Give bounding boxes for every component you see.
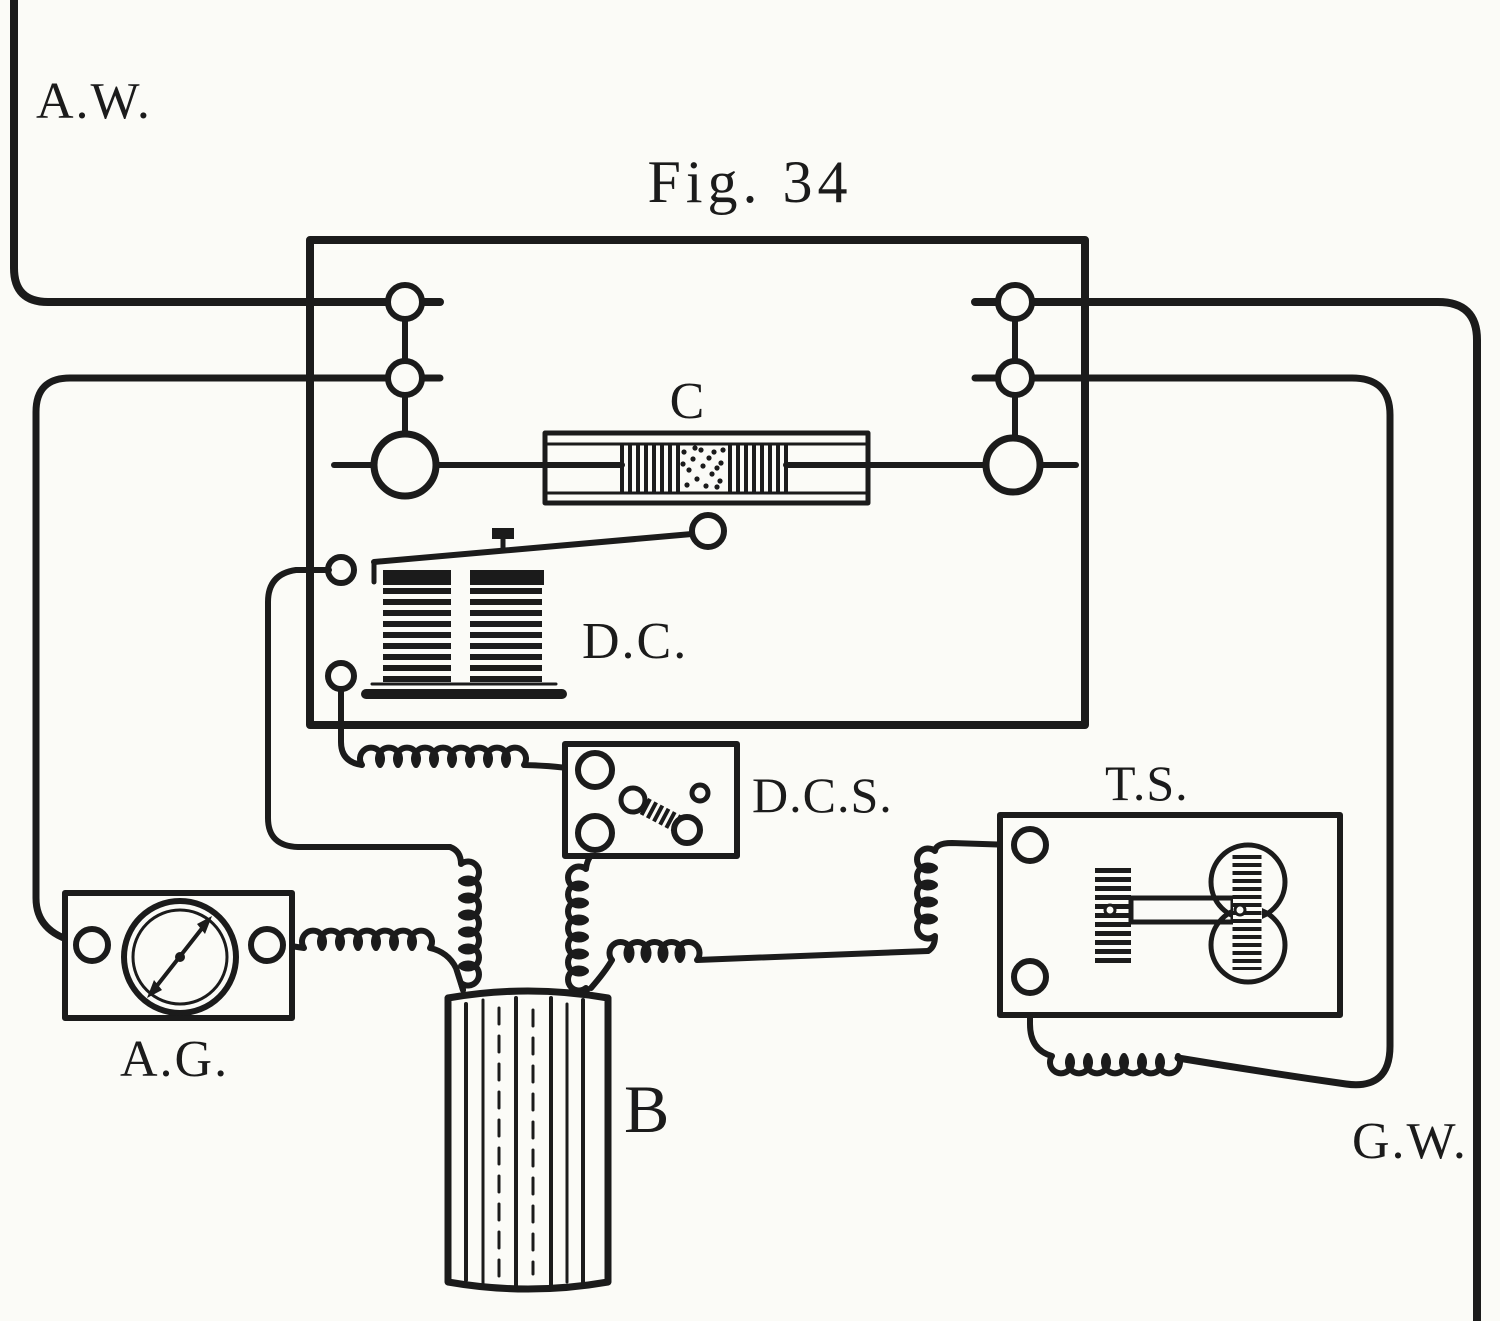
- armature-knob: [689, 512, 727, 550]
- gauge-needle-arrow-top: [197, 916, 212, 934]
- gauge-needle-pivot: [175, 952, 185, 962]
- switch-knob: [671, 814, 703, 846]
- coherer-support-left: [370, 430, 440, 500]
- ground-wire-label: G.W.: [1352, 1113, 1468, 1170]
- receiver-box: [306, 236, 1089, 729]
- coherer-label: C: [670, 373, 707, 430]
- aerial-binding-post-right: [995, 282, 1035, 322]
- coherer-assembly: [331, 430, 1079, 506]
- gauge-terminal-left: [73, 926, 111, 964]
- sounder-pivot-right: [1233, 903, 1247, 917]
- aerial-gauge-box: [62, 890, 295, 1021]
- decoherer-post-lower: [325, 660, 357, 692]
- ink-layer: [10, 0, 1481, 1321]
- sounder-input-coil: [914, 840, 1016, 954]
- switch-pivot: [618, 785, 648, 815]
- gauge-needle-arrow-bottom: [147, 980, 162, 998]
- battery-label: B: [624, 1071, 669, 1147]
- coherer-filings: [680, 445, 726, 490]
- aerial-binding-post-left: [385, 282, 425, 322]
- gauge-terminal-right: [248, 926, 286, 964]
- decoherer-label: D.C.: [582, 613, 688, 670]
- ground-wire-line: [971, 298, 1481, 1321]
- connecting-coils: [265, 567, 1183, 1077]
- loop-binding-post-left: [385, 358, 425, 398]
- decoherer-assembly: [325, 512, 727, 699]
- loop-binding-post-right: [995, 358, 1035, 398]
- gauge-battery-coil: [281, 927, 466, 993]
- switch-terminal-upper: [575, 750, 615, 790]
- decoherer-coil-cap-right: [470, 570, 544, 585]
- battery-sounder-wire: [588, 939, 931, 991]
- armature-lever: [371, 531, 695, 565]
- switch-battery-coil: [565, 848, 598, 994]
- tapper-hammer: [492, 528, 514, 539]
- switch-contact: [689, 782, 711, 804]
- right-loop-wire: [971, 374, 1394, 1089]
- aerial-wire-line: [10, 0, 444, 306]
- left-loop-wire: [32, 374, 444, 946]
- figure-title: Fig. 34: [647, 149, 852, 215]
- switch-terminal-lower: [575, 813, 615, 853]
- aerial-wire-label: A.W.: [36, 73, 152, 130]
- gauge-dial-inner: [131, 908, 229, 1006]
- battery-striations: [464, 996, 585, 1288]
- sounder-pivot-left: [1103, 903, 1117, 917]
- decoherer-switch-coil: [338, 686, 581, 773]
- sounder-terminal-upper: [1011, 826, 1049, 864]
- sounder-terminal-lower: [1011, 958, 1049, 996]
- tapping-sounder-label: T.S.: [1105, 755, 1189, 811]
- decoherer-switch-box: [562, 741, 740, 859]
- tapping-sounder-box: [997, 812, 1343, 1018]
- decoherer-upper-wire: [265, 567, 453, 850]
- aerial-gauge-label: A.G.: [120, 1031, 229, 1088]
- decoherer-switch-label: D.C.S.: [752, 767, 893, 823]
- sounder-return-coil: [1027, 990, 1183, 1077]
- decoherer-coil-cap-left: [383, 570, 451, 585]
- coherer-support-right: [982, 434, 1044, 496]
- battery-cell: [444, 987, 612, 1293]
- battery-left-coil: [447, 844, 482, 993]
